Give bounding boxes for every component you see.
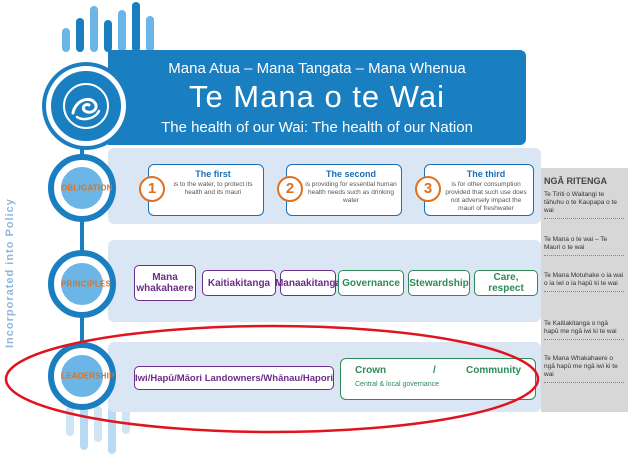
- community-label: Community: [466, 365, 521, 376]
- obligation-body: is for other consumption provided that s…: [445, 181, 527, 212]
- leadership-iwi-box: Iwi/Hapū/Māori Landowners/Whānau/Hapori: [134, 366, 334, 390]
- highlight-ellipse: [4, 324, 540, 434]
- nga-ritenga-item: Te Mana o te wai – Te Mauri o te wai: [544, 236, 624, 256]
- principle-mana-whakahaere: Mana whakahaere: [134, 265, 196, 301]
- nga-ritenga-item: Te Mana Whakahaere o ngā hapū me ngā iwi…: [544, 355, 624, 383]
- leadership-circle: LEADERSHIP: [48, 342, 116, 410]
- principle-governance: Governance: [338, 270, 404, 296]
- vertical-connector-line: [80, 140, 84, 350]
- obligation-body: is providing for essential human health …: [305, 181, 397, 204]
- nga-ritenga-panel: [541, 168, 628, 412]
- obligation-card-second: 2 The second is providing for essential …: [277, 164, 402, 216]
- obligation-number: 2: [277, 176, 303, 202]
- nga-ritenga-item: Te Kaitiakitanga o ngā hapū me ngā iwi k…: [544, 320, 624, 340]
- title-banner: Mana Atua – Mana Tangata – Mana Whenua T…: [108, 50, 526, 145]
- obligation-body: is to the water, to protect its health a…: [173, 181, 253, 196]
- obligation-card-third: 3 The third is for other consumption pro…: [415, 164, 534, 216]
- principles-label: PRINCIPLES: [61, 279, 112, 289]
- water-drips-decoration: [62, 2, 154, 52]
- banner-title: Te Mana o te Wai: [188, 79, 446, 114]
- banner-subtitle-top: Mana Atua – Mana Tangata – Mana Whenua: [168, 60, 466, 77]
- principle-kaitiakitanga: Kaitiakitanga: [202, 270, 276, 296]
- logo-circle: [46, 66, 126, 146]
- obligation-circle: OBLIGATION: [48, 154, 116, 222]
- wave-logo-icon: [63, 83, 109, 129]
- principle-stewardship: Stewardship: [408, 270, 470, 296]
- crown-slash: /: [433, 365, 436, 376]
- principle-manaakitanga: Manaakitanga: [275, 270, 341, 296]
- nga-ritenga-heading: NGĀ RITENGA: [544, 176, 607, 186]
- obligation-label: OBLIGATION: [61, 183, 113, 193]
- obligation-title: The third: [466, 169, 506, 179]
- crown-label: Crown: [355, 365, 387, 376]
- obligation-title: The first: [195, 169, 231, 179]
- principle-care-respect: Care, respect: [474, 270, 538, 296]
- obligation-title: The second: [325, 169, 376, 179]
- leadership-label: LEADERSHIP: [61, 371, 115, 381]
- obligation-card-first: 1 The first is to the water, to protect …: [139, 164, 264, 216]
- obligation-number: 3: [415, 176, 441, 202]
- obligation-number: 1: [139, 176, 165, 202]
- banner-subtitle-bottom: The health of our Wai: The health of our…: [161, 119, 473, 136]
- crown-subtitle: Central & local governance: [355, 381, 440, 388]
- leadership-crown-box: Crown / Community Central & local govern…: [340, 358, 536, 400]
- nga-ritenga-item: Te Mana Motuhake o ia wai o ia iwi o ia …: [544, 272, 624, 292]
- principles-circle: PRINCIPLES: [48, 250, 116, 318]
- nga-ritenga-item: Te Tiriti o Waitangi te tāhuhu o te Kaup…: [544, 191, 624, 219]
